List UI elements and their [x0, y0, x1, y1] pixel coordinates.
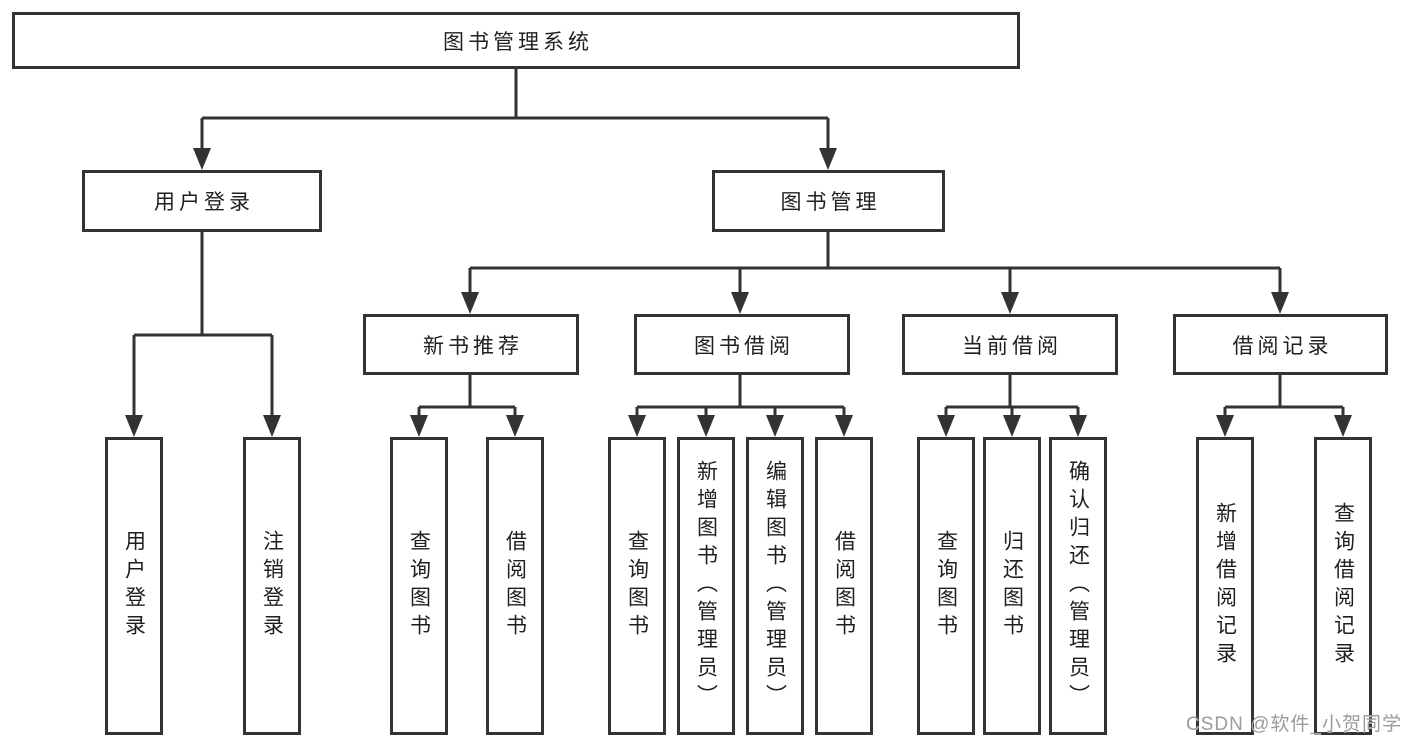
leaf-logout: 注销登录 — [243, 437, 301, 735]
arrow-down-icon — [819, 148, 837, 170]
leaf-confirm-return-admin: 确认归还（管理员） — [1049, 437, 1107, 735]
leaf-borrowing-borrow-books: 借阅图书 — [815, 437, 873, 735]
node-library-management-system: 图书管理系统 — [12, 12, 1020, 69]
leaf-query-borrowing-record: 查询借阅记录 — [1314, 437, 1372, 735]
arrow-down-icon — [410, 415, 428, 437]
connector-borrowing-records-to-leaves — [1216, 375, 1352, 437]
arrow-down-icon — [731, 292, 749, 314]
connector-current-borrowing-to-leaves — [937, 375, 1087, 437]
arrow-down-icon — [506, 415, 524, 437]
leaf-recommendation-borrow-books: 借阅图书 — [486, 437, 544, 735]
arrow-down-icon — [193, 148, 211, 170]
arrow-down-icon — [1069, 415, 1087, 437]
node-user-login: 用户登录 — [82, 170, 322, 232]
connector-new-book-recommendation-to-leaves — [410, 375, 524, 437]
arrow-down-icon — [1001, 292, 1019, 314]
connector-book-management-to-level3 — [461, 232, 1289, 314]
arrow-down-icon — [263, 415, 281, 437]
connector-root-to-level2 — [193, 69, 837, 170]
leaf-borrowing-query-books: 查询图书 — [608, 437, 666, 735]
connector-line — [417, 375, 517, 419]
node-new-book-recommendation: 新书推荐 — [363, 314, 579, 375]
arrow-down-icon — [697, 415, 715, 437]
arrow-down-icon — [1003, 415, 1021, 437]
connector-line — [132, 232, 274, 419]
node-book-management: 图书管理 — [712, 170, 945, 232]
connector-line — [1223, 375, 1345, 419]
leaf-recommendation-query-books: 查询图书 — [390, 437, 448, 735]
arrow-down-icon — [1216, 415, 1234, 437]
leaf-user-login: 用户登录 — [105, 437, 163, 735]
node-book-borrowing: 图书借阅 — [634, 314, 850, 375]
node-current-borrowing: 当前借阅 — [902, 314, 1118, 375]
arrow-down-icon — [835, 415, 853, 437]
leaf-add-borrowing-record: 新增借阅记录 — [1196, 437, 1254, 735]
leaf-return-books: 归还图书 — [983, 437, 1041, 735]
connector-line — [200, 69, 830, 152]
connector-line — [468, 232, 1282, 296]
arrow-down-icon — [125, 415, 143, 437]
leaf-current-query-books: 查询图书 — [917, 437, 975, 735]
arrow-down-icon — [628, 415, 646, 437]
node-borrowing-records: 借阅记录 — [1173, 314, 1388, 375]
leaf-edit-books-admin: 编辑图书（管理员） — [746, 437, 804, 735]
arrow-down-icon — [461, 292, 479, 314]
arrow-down-icon — [1334, 415, 1352, 437]
connector-line — [635, 375, 846, 419]
csdn-watermark: CSDN @软件_小贺同学 — [1186, 714, 1402, 735]
arrow-down-icon — [766, 415, 784, 437]
connector-book-borrowing-to-leaves — [628, 375, 853, 437]
connector-user-login-to-leaves — [125, 232, 281, 437]
connector-line — [944, 375, 1080, 419]
leaf-add-books-admin: 新增图书（管理员） — [677, 437, 735, 735]
arrow-down-icon — [937, 415, 955, 437]
arrow-down-icon — [1271, 292, 1289, 314]
